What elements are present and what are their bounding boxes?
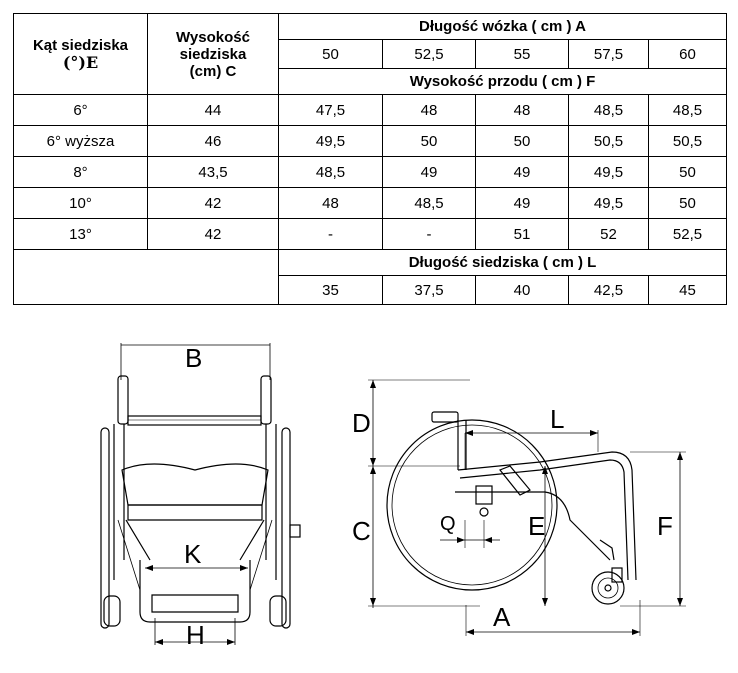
label-b: B (185, 343, 202, 373)
value-cell: 47,5 (278, 94, 383, 126)
seat-angle-title: Kąt siedziska (32, 37, 129, 54)
seat-height-header: Wysokość siedziska (cm) C (147, 13, 279, 95)
table-row: 8° 43,5 48,5 49 49 49,5 50 (13, 156, 728, 188)
seat-length-value: 35 (278, 275, 383, 305)
height-cell: 46 (147, 125, 279, 157)
height-cell: 42 (147, 218, 279, 250)
angle-cell: 6° wyższa (13, 125, 148, 157)
value-cell: - (278, 218, 383, 250)
seat-length-value: 37,5 (382, 275, 476, 305)
value-cell: 49,5 (278, 125, 383, 157)
height-cell: 44 (147, 94, 279, 126)
height-cell: 43,5 (147, 156, 279, 188)
value-cell: 52 (568, 218, 649, 250)
label-f: F (657, 511, 673, 541)
value-cell: 48,5 (278, 156, 383, 188)
angle-cell: 13° (13, 218, 148, 250)
value-cell: 48,5 (568, 94, 649, 126)
value-cell: 51 (475, 218, 569, 250)
label-c: C (352, 516, 371, 546)
seat-angle-header: Kąt siedziska (°)E (13, 13, 148, 95)
label-h: H (186, 620, 205, 650)
label-e: E (528, 511, 545, 541)
seat-length-header: Długość siedziska ( cm ) L (277, 249, 728, 276)
front-height-header: Wysokość przodu ( cm ) F (277, 68, 728, 95)
side-view-drawing (368, 379, 686, 636)
seat-height-line-1: Wysokość (176, 28, 250, 46)
front-view-drawing (100, 343, 301, 645)
length-value: 55 (475, 39, 569, 69)
table-row: 6° 44 47,5 48 48 48,5 48,5 (13, 94, 728, 126)
empty-cell (13, 249, 279, 305)
wheelchair-length-header: Długość wózka ( cm ) A (277, 13, 728, 40)
seat-length-value: 42,5 (568, 275, 649, 305)
table-row: 13° 42 - - 51 52 52,5 (13, 218, 728, 250)
seat-length-value: 45 (647, 275, 728, 305)
value-cell: 48,5 (382, 187, 476, 219)
value-cell: 48,5 (647, 94, 728, 126)
height-cell: 42 (147, 187, 279, 219)
length-value: 57,5 (568, 39, 649, 69)
dimensions-table: Kąt siedziska (°)E Wysokość siedziska (c… (13, 13, 728, 305)
label-q: Q (440, 513, 456, 535)
seat-height-line-2: siedziska (179, 45, 247, 63)
value-cell: 49 (475, 156, 569, 188)
label-d: D (352, 408, 371, 438)
label-l: L (550, 404, 564, 434)
angle-symbol: (°)E (62, 53, 99, 72)
label-a: A (493, 602, 511, 632)
seat-length-value: 40 (475, 275, 569, 305)
label-k: K (184, 539, 202, 569)
value-cell: 49,5 (568, 187, 649, 219)
value-cell: 49 (475, 187, 569, 219)
table-row: 10° 42 48 48,5 49 49,5 50 (13, 187, 728, 219)
seat-height-line-3: (cm) C (189, 62, 237, 80)
length-value: 52,5 (382, 39, 476, 69)
length-value: 50 (278, 39, 383, 69)
value-cell: 49,5 (568, 156, 649, 188)
